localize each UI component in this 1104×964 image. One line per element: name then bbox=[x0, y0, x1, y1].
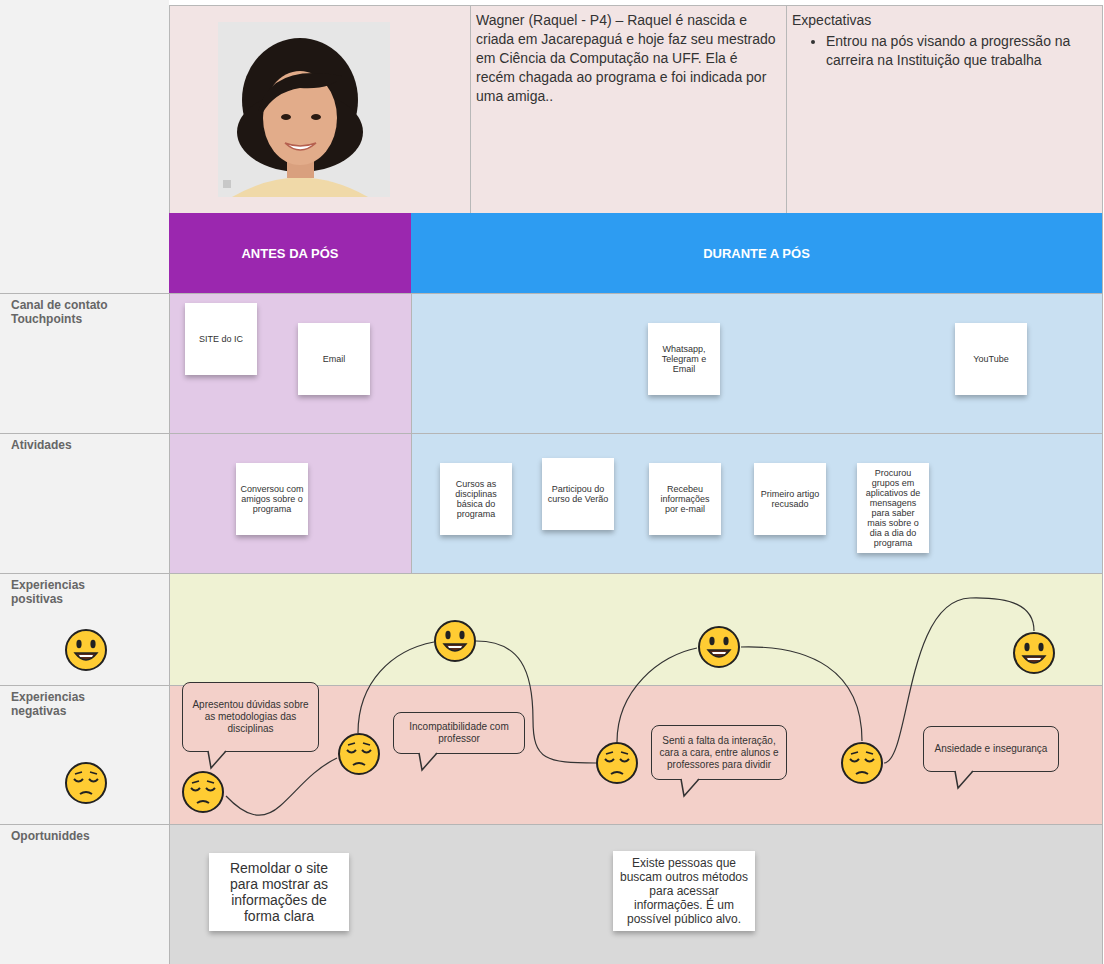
bubble-tail-outline bbox=[955, 771, 973, 788]
grid-line bbox=[0, 824, 1103, 825]
bubble-tail-fill bbox=[681, 778, 699, 796]
bubble-tail bbox=[954, 771, 976, 790]
bubble-tail-outline bbox=[208, 751, 226, 768]
note-text: Cursos as disciplinas básica do programa bbox=[444, 479, 508, 519]
bubble-text: Incompatibilidade com professor bbox=[400, 721, 518, 745]
row-label: Canal de contato Touchpoints bbox=[11, 298, 136, 326]
sticky-note: Email bbox=[298, 323, 370, 395]
note-text: Conversou com amigos sobre o programa bbox=[240, 484, 304, 514]
emotion-curve bbox=[226, 758, 337, 815]
sad-emoji bbox=[66, 763, 106, 803]
phase-title: DURANTE A PÓS bbox=[703, 246, 810, 261]
speech-bubble: Incompatibilidade com professor bbox=[393, 712, 525, 754]
bubble-tail-fill bbox=[419, 752, 437, 770]
sticky-note: SITE do IC bbox=[185, 303, 257, 375]
bubble-tail bbox=[207, 751, 229, 770]
grid-line bbox=[411, 293, 412, 573]
phase-header: DURANTE A PÓS bbox=[411, 213, 1102, 293]
row-label: Oportuniddes bbox=[11, 829, 136, 843]
speech-bubble: Ansiedade e insegurança bbox=[923, 726, 1059, 772]
emotion-curve bbox=[226, 598, 1034, 815]
phase-header: ANTES DA PÓS bbox=[169, 213, 411, 293]
row-label: Atividades bbox=[11, 438, 136, 452]
note-text: YouTube bbox=[973, 354, 1008, 364]
bubble-tail bbox=[680, 779, 702, 798]
expectation-box: ExpectativasEntrou na pós visando a prog… bbox=[786, 5, 1102, 213]
sticky-note: Participou do curso de Verão bbox=[542, 458, 614, 530]
label-column bbox=[0, 0, 169, 964]
sticky-note: Conversou com amigos sobre o programa bbox=[236, 463, 308, 535]
bubble-tail-fill bbox=[955, 770, 973, 788]
row-band: OportuniddesRemoldar o site para mostrar… bbox=[0, 824, 1102, 964]
row-band: AtividadesConversou com amigos sobre o p… bbox=[0, 433, 1102, 573]
happy-emoji bbox=[435, 621, 475, 661]
sad-emoji bbox=[339, 734, 379, 774]
note-text: Remoldar o site para mostrar as informaç… bbox=[215, 860, 343, 924]
bubble-text: Apresentou dúvidas sobre as metodologias… bbox=[189, 699, 312, 735]
happy-emoji bbox=[699, 627, 739, 667]
grid-line bbox=[0, 293, 1103, 294]
persona-photo bbox=[218, 22, 390, 197]
grid-line bbox=[0, 685, 1103, 686]
bubble-text: Ansiedade e insegurança bbox=[935, 743, 1048, 755]
row-band: Experiencias positivas bbox=[0, 573, 1102, 685]
note-text: Email bbox=[323, 354, 346, 364]
note-text: Participou do curso de Verão bbox=[546, 484, 610, 504]
sticky-note: Recebeu informações por e-mail bbox=[649, 463, 721, 535]
note-text: Existe pessoas que buscam outros métodos… bbox=[619, 856, 749, 926]
expectation-item: Entrou na pós visando a progressão na ca… bbox=[826, 32, 1096, 70]
grid-line bbox=[1102, 213, 1103, 964]
sad-emoji bbox=[842, 743, 882, 783]
grid-line bbox=[0, 433, 1103, 434]
opportunity-note: Existe pessoas que buscam outros métodos… bbox=[613, 851, 755, 931]
row-band: Experiencias negativas Apresentou dúvidas… bbox=[0, 685, 1102, 824]
grid-line bbox=[0, 573, 1103, 574]
bubble-tail-outline bbox=[419, 753, 437, 770]
note-text: Primeiro artigo recusado bbox=[758, 489, 822, 509]
persona-box: Wagner (Raquel - P4) – Raquel é nascida … bbox=[470, 5, 786, 213]
happy-emoji bbox=[66, 630, 106, 670]
opportunity-note: Remoldar o site para mostrar as informaç… bbox=[209, 853, 349, 931]
sad-emoji bbox=[183, 772, 223, 812]
positive-ground bbox=[169, 573, 1102, 685]
sad-emoji bbox=[597, 743, 637, 783]
expectation-heading: Expectativas bbox=[792, 11, 1096, 30]
note-text: SITE do IC bbox=[199, 334, 243, 344]
bubble-tail-outline bbox=[681, 779, 699, 796]
phase-title: ANTES DA PÓS bbox=[241, 246, 338, 261]
row-label: Experiencias negativas bbox=[11, 690, 136, 718]
row-label: Experiencias positivas bbox=[11, 578, 136, 606]
sticky-note: Whatsapp, Telegram e Email bbox=[648, 323, 720, 395]
speech-bubble: Apresentou dúvidas sobre as metodologias… bbox=[182, 682, 319, 752]
sticky-note: Primeiro artigo recusado bbox=[754, 463, 826, 535]
bubble-text: Senti a falta da interação, cara a cara,… bbox=[658, 735, 780, 771]
note-text: Procurou grupos em aplicativos de mensag… bbox=[861, 468, 925, 548]
grid-line bbox=[169, 293, 170, 964]
note-text: Recebeu informações por e-mail bbox=[653, 484, 717, 514]
note-text: Whatsapp, Telegram e Email bbox=[652, 344, 716, 374]
bubble-tail bbox=[418, 753, 440, 772]
sticky-note: Procurou grupos em aplicativos de mensag… bbox=[857, 463, 929, 553]
persona-text: Wagner (Raquel - P4) – Raquel é nascida … bbox=[476, 11, 780, 106]
speech-bubble: Senti a falta da interação, cara a cara,… bbox=[651, 725, 787, 780]
sticky-note: Cursos as disciplinas básica do programa bbox=[440, 463, 512, 535]
row-band: Canal de contato TouchpointsSITE do IC Em… bbox=[0, 293, 1102, 433]
sticky-note: YouTube bbox=[955, 323, 1027, 395]
bullet-list: Entrou na pós visando a progressão na ca… bbox=[792, 32, 1096, 70]
bubble-tail-fill bbox=[208, 750, 226, 768]
happy-emoji bbox=[1014, 633, 1054, 673]
